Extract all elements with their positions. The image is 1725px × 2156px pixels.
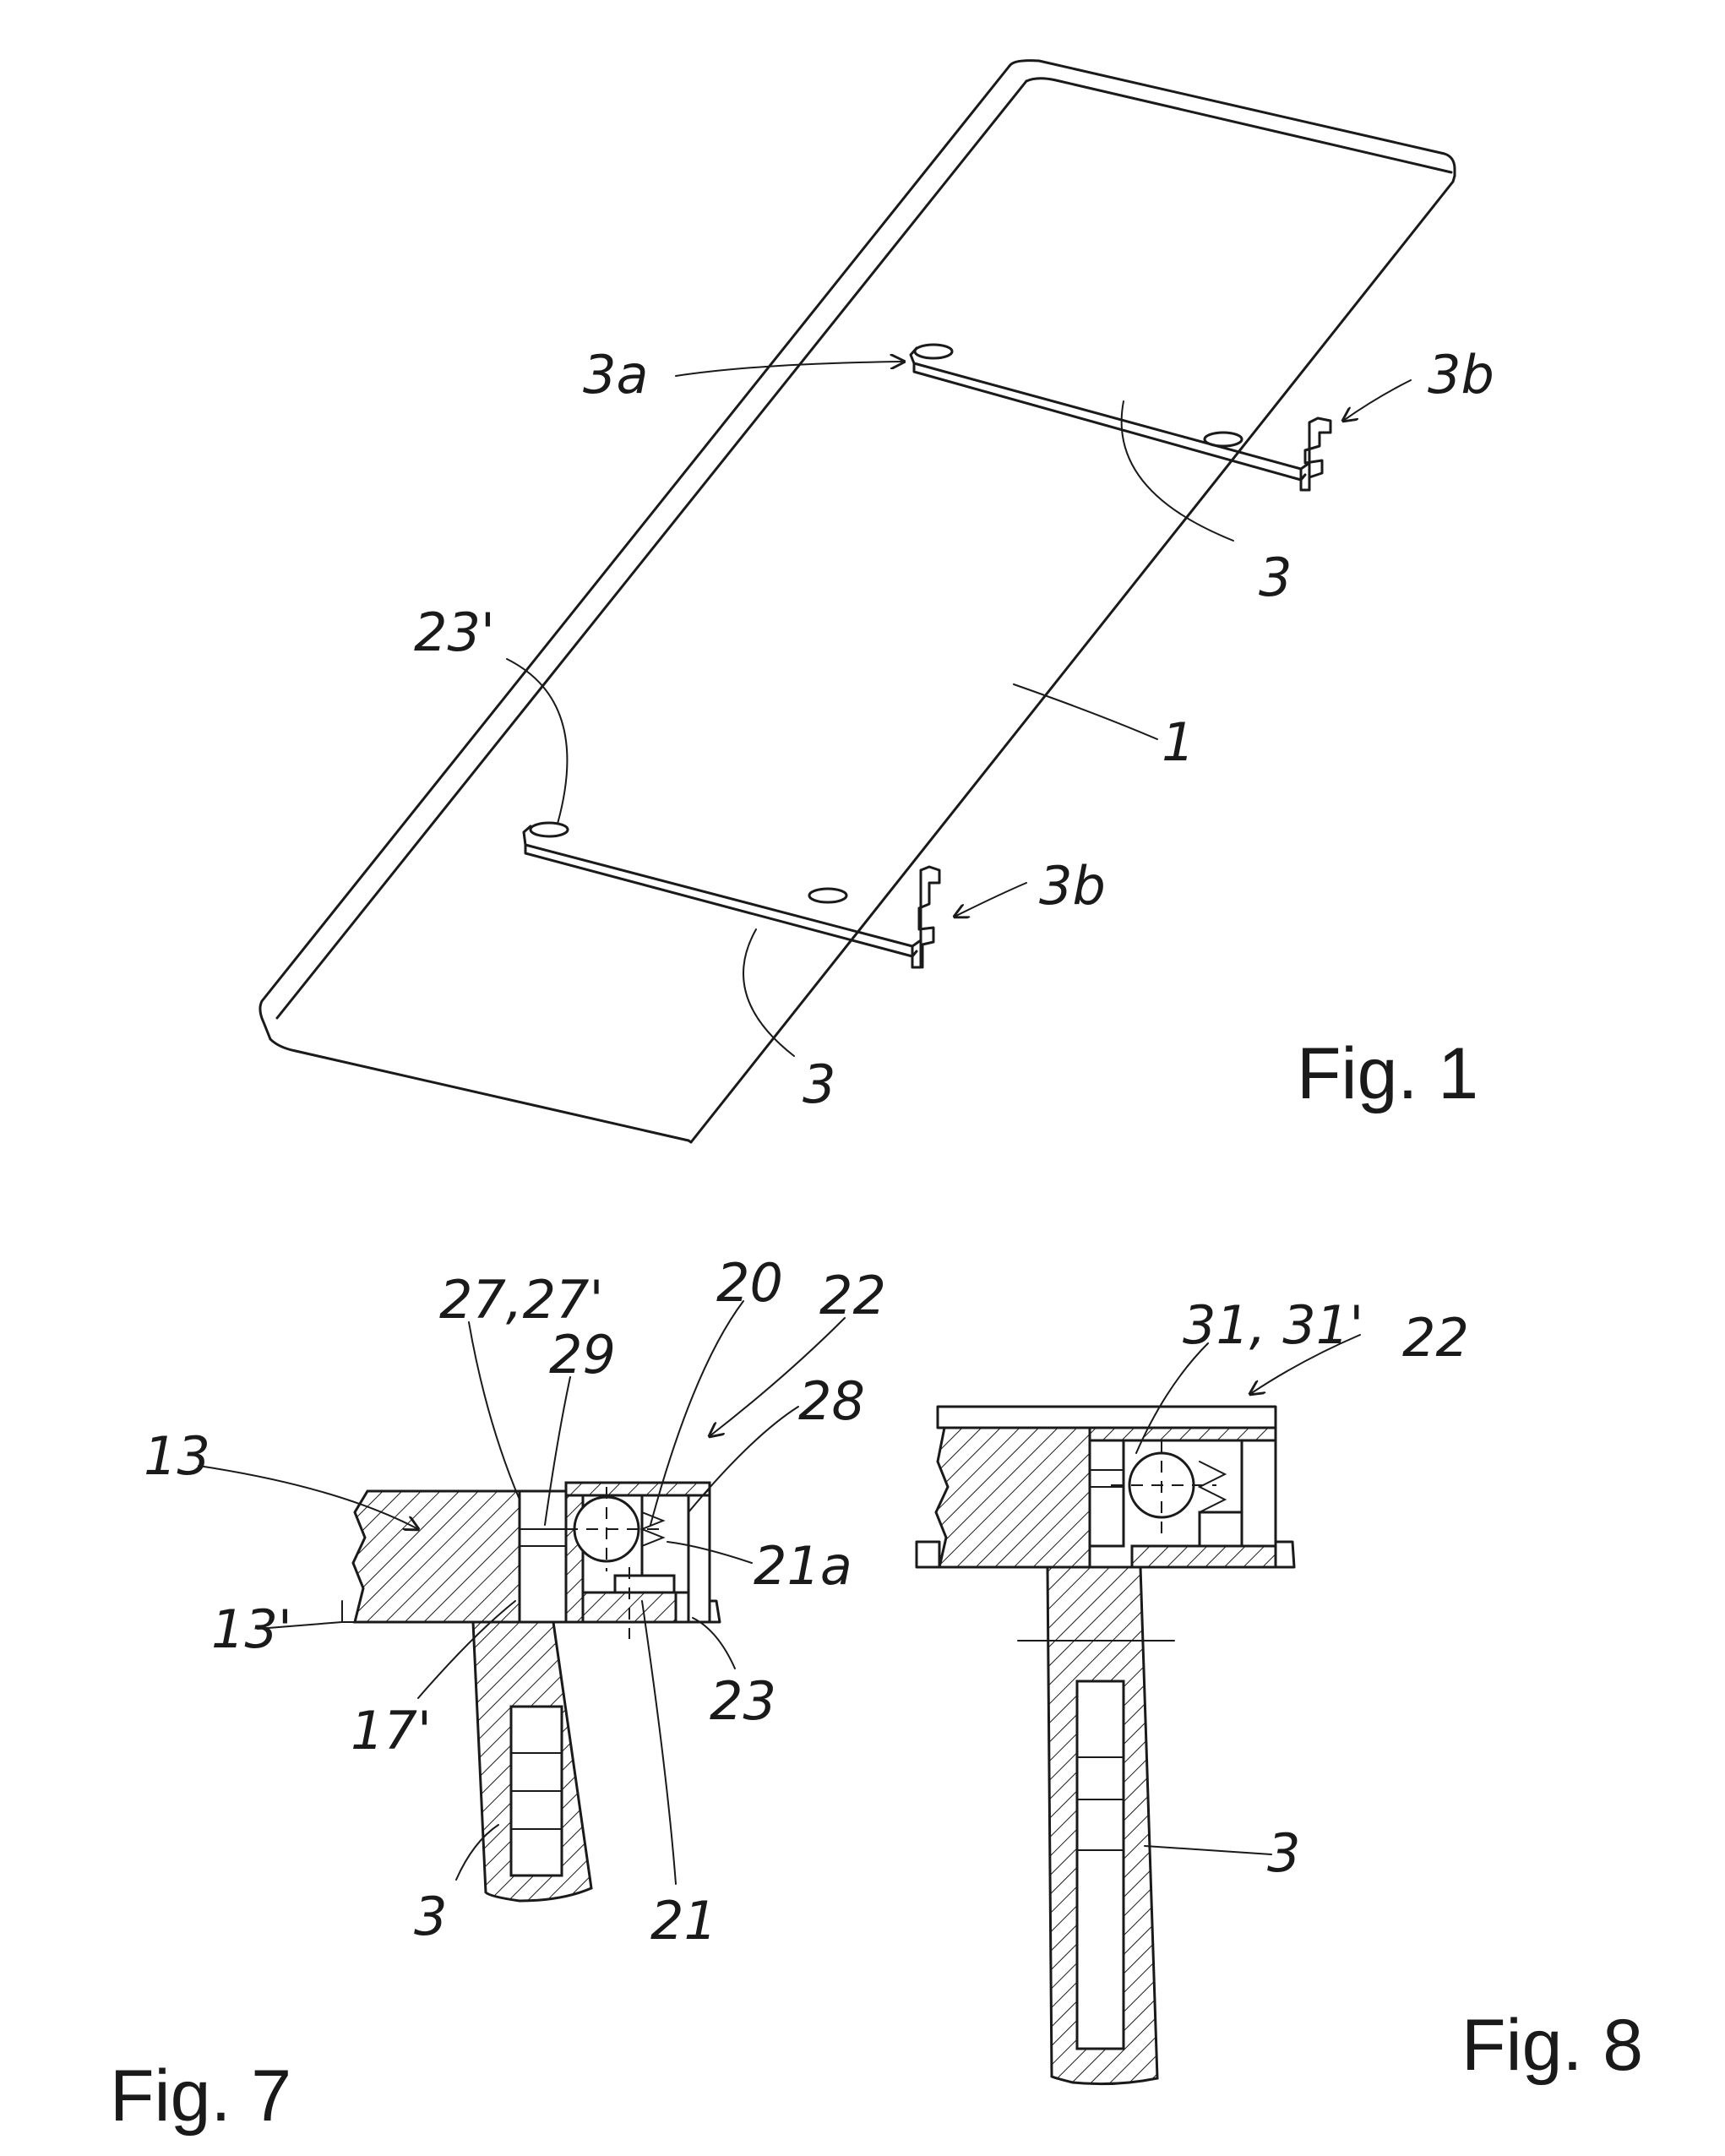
label-29: 29	[549, 1324, 616, 1386]
fig1-drawing: 3a 3b 3 23' 1 3b 3 Fig. 1	[260, 61, 1494, 1142]
label-13-prime: 13'	[211, 1598, 292, 1660]
fig8-drawing: 31, 31' 22 3 Fig. 8	[917, 1294, 1643, 2086]
body-13	[342, 1491, 524, 1622]
label-3-bottom: 3	[803, 1054, 835, 1115]
figure-caption-fig1: Fig. 1	[1297, 1033, 1478, 1114]
label-1: 1	[1162, 711, 1194, 773]
label-23: 23	[710, 1670, 776, 1732]
pin-29	[520, 1491, 566, 1622]
label-23-prime: 23'	[414, 602, 495, 663]
label-3-top: 3	[1259, 547, 1292, 608]
label-17-prime: 17'	[351, 1700, 432, 1761]
figure-caption-fig7: Fig. 7	[110, 2055, 291, 2137]
label-21: 21	[650, 1890, 717, 1952]
arm-3-fig8	[1018, 1567, 1174, 2084]
fig1-leaders	[507, 362, 1411, 1056]
label-28: 28	[798, 1370, 865, 1432]
bracket-3-lower	[524, 823, 939, 967]
arm-3-fig7	[473, 1622, 591, 1901]
label-3-fig7: 3	[414, 1886, 447, 1947]
body-fig8	[917, 1428, 1090, 1567]
label-31: 31, 31'	[1183, 1294, 1363, 1356]
label-3b-top: 3b	[1428, 344, 1494, 406]
label-22-fig7: 22	[819, 1265, 886, 1326]
label-27: 27,27'	[439, 1269, 604, 1331]
label-3-fig8: 3	[1267, 1822, 1300, 1884]
label-21a: 21a	[754, 1535, 852, 1597]
label-20: 20	[716, 1252, 783, 1314]
label-3b-bottom: 3b	[1039, 855, 1106, 917]
label-3a: 3a	[583, 344, 648, 406]
fig8-leaders	[1136, 1335, 1360, 1854]
cover-plate	[938, 1407, 1276, 1428]
fig7-drawing: 27,27' 29 20 22 28 13 21a 13' 17' 23 21 …	[110, 1252, 886, 2137]
label-22-fig8: 22	[1402, 1307, 1469, 1369]
label-13: 13	[144, 1425, 210, 1487]
figure-caption-fig8: Fig. 8	[1461, 2005, 1643, 2086]
